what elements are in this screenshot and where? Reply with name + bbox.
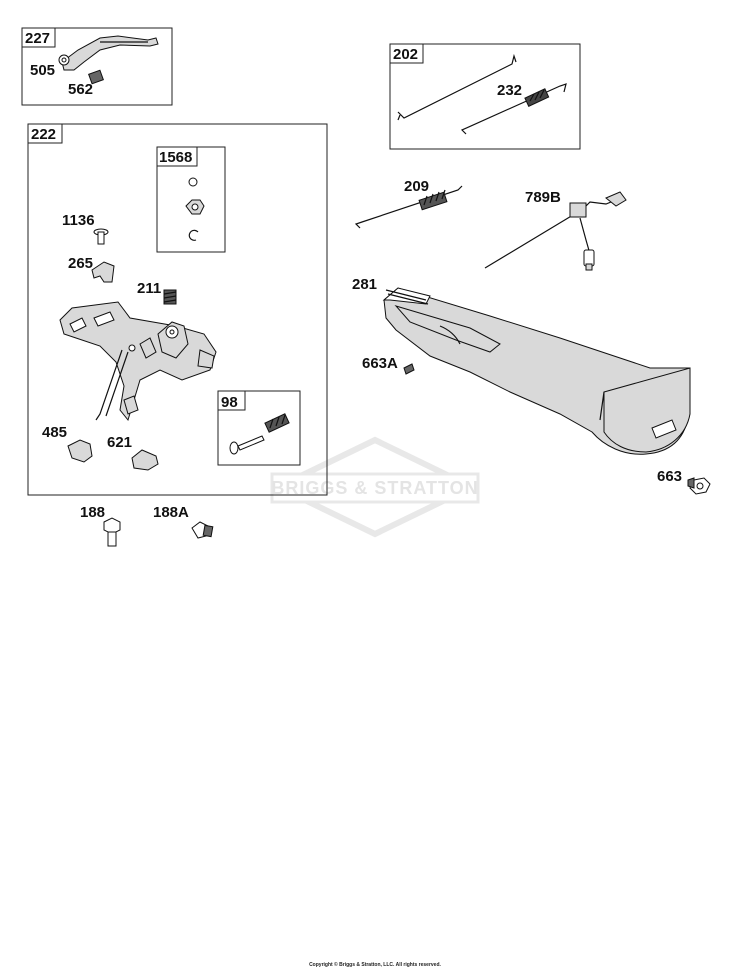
part-211-spring xyxy=(163,289,177,305)
group-222: 222 1568 1136 265 211 xyxy=(27,123,328,496)
part-188-bolt: 188 xyxy=(80,504,121,547)
callout-663: 663 xyxy=(657,468,682,485)
part-621-clip xyxy=(131,449,159,471)
label-box-98 xyxy=(217,390,246,411)
label-box-1568 xyxy=(156,146,198,167)
watermark-text: BRIGGS & STRATTON xyxy=(271,478,478,498)
part-202-link-rod xyxy=(397,53,517,119)
part-265-bracket xyxy=(91,261,115,283)
callout-188A: 188A xyxy=(153,504,189,521)
callout-265: 265 xyxy=(68,255,93,272)
label-box-222 xyxy=(27,123,63,144)
callout-621: 621 xyxy=(107,434,132,451)
part-98-spring xyxy=(264,413,290,433)
part-663A-screw: 663A xyxy=(362,355,415,375)
box-label-222: 222 xyxy=(31,126,56,143)
frame-227 xyxy=(21,27,173,106)
part-222-control-plate xyxy=(59,301,217,422)
part-789B-stop-switch: 789B xyxy=(484,189,627,271)
box-label-202: 202 xyxy=(393,46,418,63)
part-562-bolt xyxy=(88,69,104,85)
label-box-202 xyxy=(389,43,424,64)
watermark-logo: BRIGGS & STRATTON xyxy=(270,436,480,538)
callout-1136: 1136 xyxy=(62,212,95,229)
part-663-bolt: 663 xyxy=(657,468,711,495)
callout-209: 209 xyxy=(404,178,429,195)
callout-188: 188 xyxy=(80,504,105,521)
part-1568-clip xyxy=(188,229,199,241)
copyright-text: Copyright © Briggs & Stratton, LLC. All … xyxy=(309,962,441,968)
part-1136-pin xyxy=(93,228,109,245)
callout-232: 232 xyxy=(497,82,522,99)
box-label-98: 98 xyxy=(221,394,238,411)
part-202-spring-rod xyxy=(460,83,567,135)
callout-211: 211 xyxy=(137,280,161,297)
part-227-lever xyxy=(61,35,159,71)
frame-98 xyxy=(217,390,301,466)
frame-202 xyxy=(389,43,581,150)
part-209-spring-link: 209 xyxy=(354,178,463,229)
callout-562: 562 xyxy=(68,81,93,98)
part-485-cover xyxy=(67,439,93,463)
callout-789B: 789B xyxy=(525,189,561,206)
callout-485: 485 xyxy=(42,424,67,441)
callout-663A: 663A xyxy=(362,355,398,372)
part-232-spring xyxy=(524,88,550,107)
group-202: 202 232 xyxy=(389,43,581,150)
label-box-227 xyxy=(21,27,56,48)
group-227: 227 505 562 xyxy=(21,27,173,106)
part-188A-screw: 188A xyxy=(153,504,214,539)
part-281-control-cover: 281 xyxy=(352,276,691,455)
box-label-1568: 1568 xyxy=(159,149,192,166)
frame-222 xyxy=(27,123,328,496)
part-98-screw xyxy=(229,435,265,455)
callout-281: 281 xyxy=(352,276,377,293)
part-1568-washer xyxy=(188,177,198,187)
callout-505: 505 xyxy=(30,62,55,79)
box-label-227: 227 xyxy=(25,30,50,47)
